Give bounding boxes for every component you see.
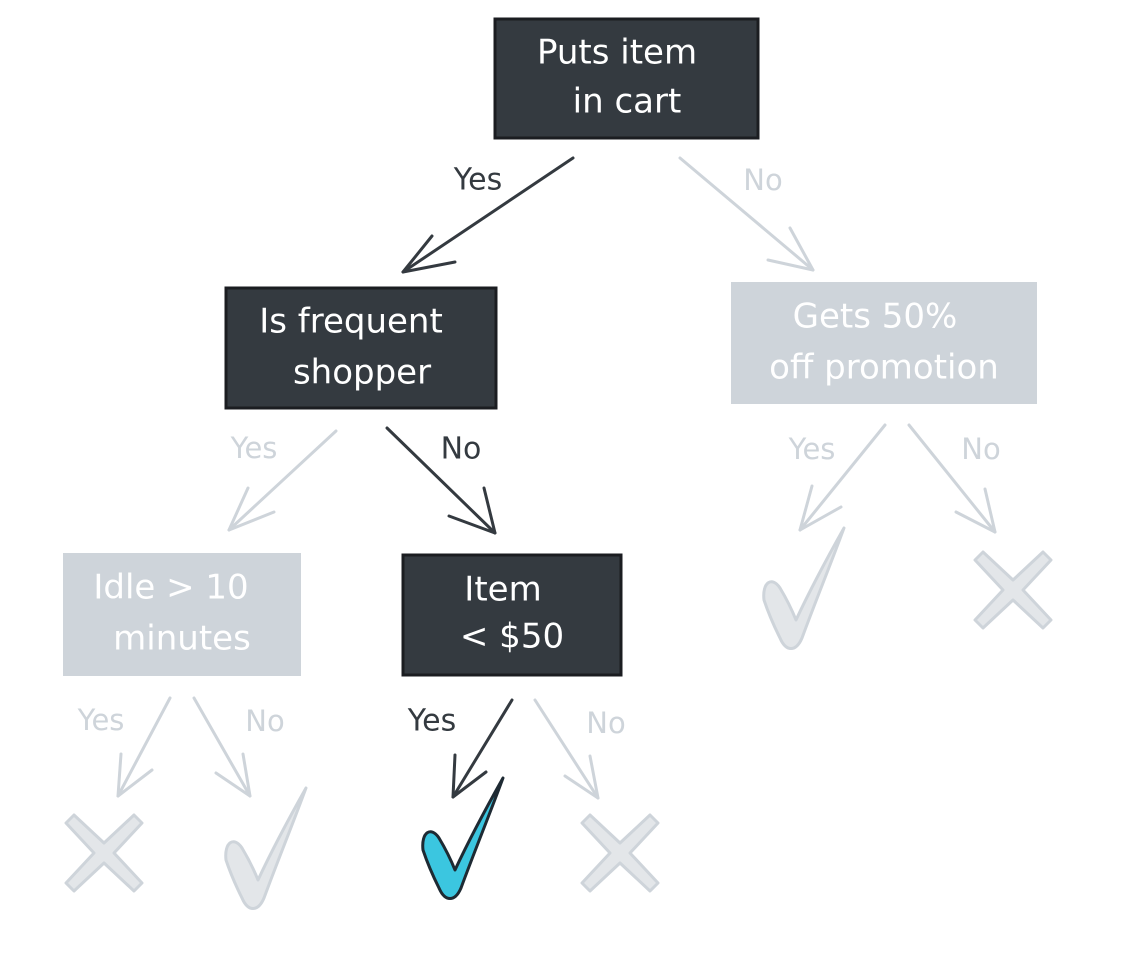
node-gets-50-off-promotion: Gets 50% off promotion <box>731 282 1037 404</box>
arrow-idle-no <box>192 696 252 798</box>
check-icon <box>421 776 505 900</box>
arrow-promo-no <box>907 423 997 534</box>
edge-label-root-no: No <box>743 163 782 197</box>
edge-label-frequent-no: No <box>441 432 482 467</box>
node-item-under-50: Item < $50 <box>401 553 623 677</box>
edge-label-item-yes: Yes <box>407 704 456 739</box>
node-gets-50-off-promotion-line1: Gets 50% <box>793 297 958 337</box>
edge-label-frequent-yes: Yes <box>230 431 278 465</box>
arrow-frequent-yes <box>227 429 338 532</box>
node-gets-50-off-promotion-line2: off promotion <box>769 348 999 388</box>
node-is-frequent-shopper-line1: Is frequent <box>259 302 443 342</box>
cross-icon <box>580 813 660 893</box>
edge-label-promo-no: No <box>961 432 1000 466</box>
cross-icon <box>973 550 1053 630</box>
arrow-promo-yes <box>798 423 887 532</box>
cross-icon <box>64 813 144 893</box>
node-puts-item-in-cart-line1: Puts item <box>537 33 697 73</box>
edge-label-item-no: No <box>586 706 625 740</box>
node-is-frequent-shopper-line2: shopper <box>293 353 431 393</box>
node-idle-over-10-minutes: Idle > 10 minutes <box>63 553 301 676</box>
arrow-root-no <box>678 156 815 272</box>
arrow-item-yes[interactable] <box>451 698 514 799</box>
node-item-under-50-line1: Item <box>464 570 541 610</box>
check-icon <box>224 786 308 910</box>
node-puts-item-in-cart-line2: in cart <box>573 82 682 122</box>
node-idle-over-10-minutes-line1: Idle > 10 <box>93 568 248 608</box>
node-puts-item-in-cart: Puts item in cart <box>493 17 760 140</box>
arrow-idle-yes <box>116 696 172 798</box>
edge-label-idle-yes: Yes <box>77 703 125 737</box>
arrow-root-yes <box>401 156 575 274</box>
edge-label-idle-no: No <box>245 704 284 738</box>
node-idle-over-10-minutes-line2: minutes <box>113 619 251 659</box>
check-icon <box>762 526 846 650</box>
node-item-under-50-line2: < $50 <box>460 617 564 657</box>
node-is-frequent-shopper: Is frequent shopper <box>224 286 498 410</box>
arrow-item-no <box>533 698 600 800</box>
edge-label-promo-yes: Yes <box>788 432 836 466</box>
arrow-frequent-no <box>385 426 497 535</box>
edge-label-root-yes: Yes <box>453 163 502 198</box>
